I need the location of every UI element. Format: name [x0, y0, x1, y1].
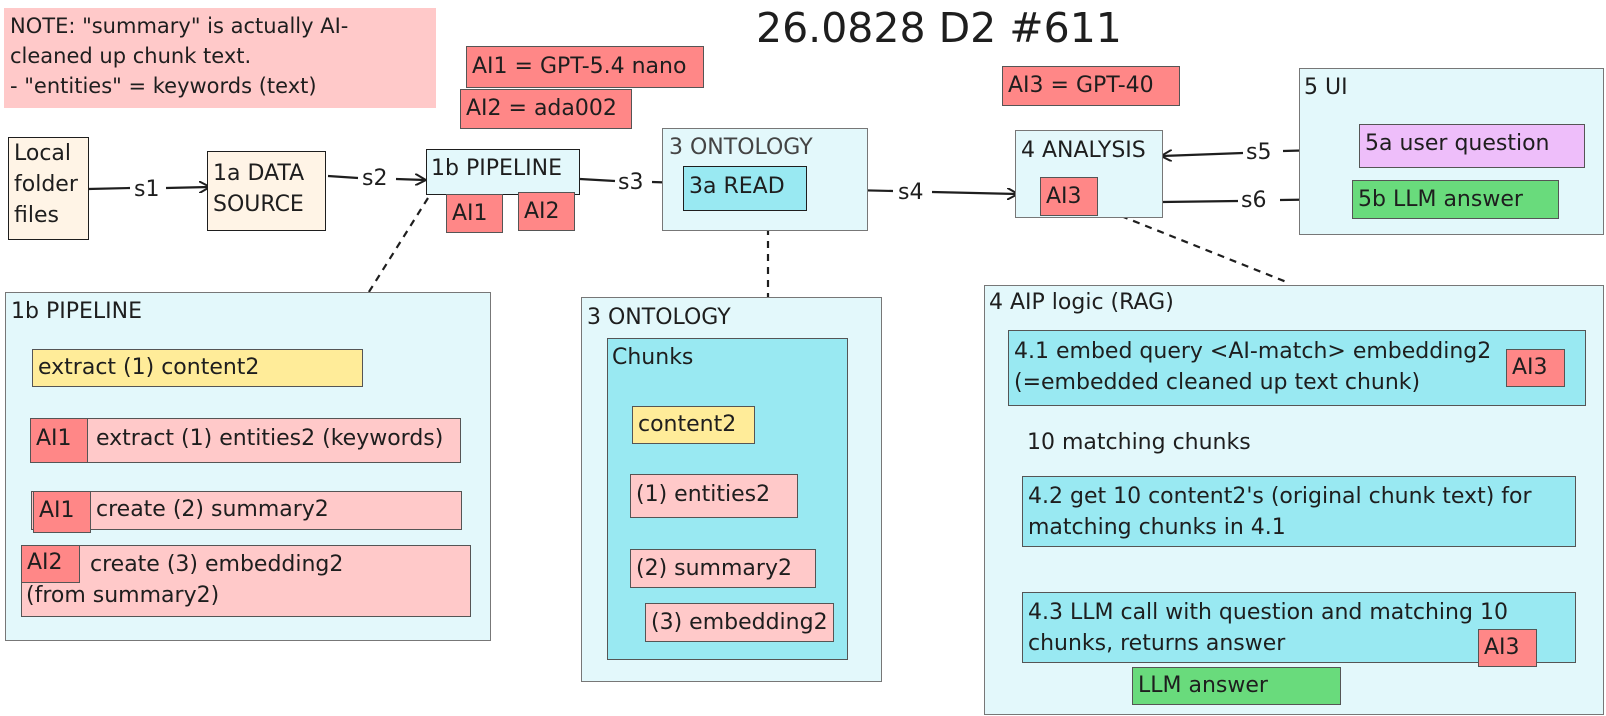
ontology-node-label: 3 ONTOLOGY: [669, 135, 813, 160]
user-question-node: 5a user question: [1359, 124, 1585, 168]
pipeline-node-label: 1b PIPELINE: [431, 156, 562, 181]
ontology-detail-title: 3 ONTOLOGY: [587, 305, 731, 330]
analysis-node-label: 4 ANALYSIS: [1021, 138, 1146, 163]
rag-matching-label: 10 matching chunks: [1027, 430, 1251, 455]
pipeline-step-create-embedding-tag: AI2: [21, 545, 80, 583]
data-source-node: 1a DATA SOURCE: [207, 151, 326, 231]
edge-s2-line: [327, 174, 359, 180]
pipeline-node: 1b PIPELINE: [426, 149, 580, 195]
edge-s1-arrow: [165, 187, 209, 188]
edge-s6-label: s6: [1241, 188, 1267, 213]
diagram-title: 26.0828 D2 #611: [756, 4, 1122, 52]
model-ai2-label: AI2 = ada002: [460, 89, 632, 129]
edge-s3-line: [579, 177, 616, 183]
chunk-field-summary2: (2) summary2: [630, 549, 816, 588]
edge-s3-label: s3: [618, 170, 644, 195]
model-ai1-label: AI1 = GPT-5.4 nano: [466, 46, 704, 88]
edge-s4-label: s4: [898, 180, 924, 205]
pipeline-step-extract-entities-label: extract (1) entities2 (keywords): [96, 426, 444, 451]
chunk-field-entities2: (1) entities2: [630, 474, 798, 518]
rag-detail-title: 4 AIP logic (RAG): [989, 290, 1174, 315]
edge-s5-label: s5: [1246, 140, 1272, 165]
pipeline-step-extract-entities-tag: AI1: [30, 418, 88, 463]
pipeline-detail-title: 1b PIPELINE: [11, 299, 142, 324]
pipeline-ai1-tag: AI1: [446, 194, 503, 233]
edge-s6-line: [1161, 199, 1239, 204]
read-node: 3a READ: [683, 166, 807, 211]
edge-s1-line: [87, 186, 131, 191]
rag-step-41-tag: AI3: [1506, 349, 1565, 387]
edge-s5-arrow: [1162, 153, 1244, 156]
edge-s2-arrow: [395, 179, 425, 180]
edge-s4-arrow: [931, 192, 1017, 194]
chunk-field-embedding2: (3) embedding2: [645, 603, 834, 642]
analysis-node: 4 ANALYSIS: [1015, 130, 1163, 218]
chunks-title: Chunks: [612, 345, 694, 370]
pipeline-step-create-summary-label: create (2) summary2: [96, 497, 329, 522]
rag-step-43-tag: AI3: [1478, 629, 1537, 667]
rag-step-41: 4.1 embed query <AI-match> embedding2 (=…: [1008, 330, 1586, 406]
analysis-ai3-tag: AI3: [1040, 177, 1098, 216]
rag-step-43-label: 4.3 LLM call with question and matching …: [1028, 600, 1508, 656]
note-box: NOTE: "summary" is actually AI- cleaned …: [4, 8, 436, 108]
pipeline-step-extract-entities: AI1 extract (1) entities2 (keywords): [30, 418, 461, 463]
pipeline-step-extract-content: extract (1) content2: [32, 349, 363, 387]
pipeline-step-create-embedding-label: create (3) embedding2 (from summary2): [26, 552, 344, 608]
pipeline-step-create-summary-tag: AI1: [33, 491, 91, 533]
edge-s2-label: s2: [362, 166, 388, 191]
edge-s1-label: s1: [134, 177, 160, 202]
ui-node-label: 5 UI: [1304, 75, 1348, 100]
pipeline-step-create-embedding: AI2 create (3) embedding2 (from summary2…: [21, 545, 471, 617]
pipeline-step-create-summary: AI1 create (2) summary2: [31, 491, 462, 533]
local-folder-node: Local folder files: [8, 137, 89, 240]
model-ai3-label: AI3 = GPT-40: [1002, 66, 1180, 106]
chunk-field-content2: content2: [632, 406, 755, 444]
rag-step-42-label: 4.2 get 10 content2's (original chunk te…: [1028, 484, 1532, 540]
rag-step-41-label: 4.1 embed query <AI-match> embedding2 (=…: [1014, 339, 1492, 395]
dashed-link-pipeline: [366, 197, 429, 296]
rag-llm-answer: LLM answer: [1132, 667, 1341, 705]
rag-step-42: 4.2 get 10 content2's (original chunk te…: [1022, 476, 1576, 547]
pipeline-ai2-tag: AI2: [518, 192, 575, 231]
llm-answer-node: 5b LLM answer: [1352, 180, 1559, 219]
dashed-link-analysis: [1120, 214, 1290, 285]
